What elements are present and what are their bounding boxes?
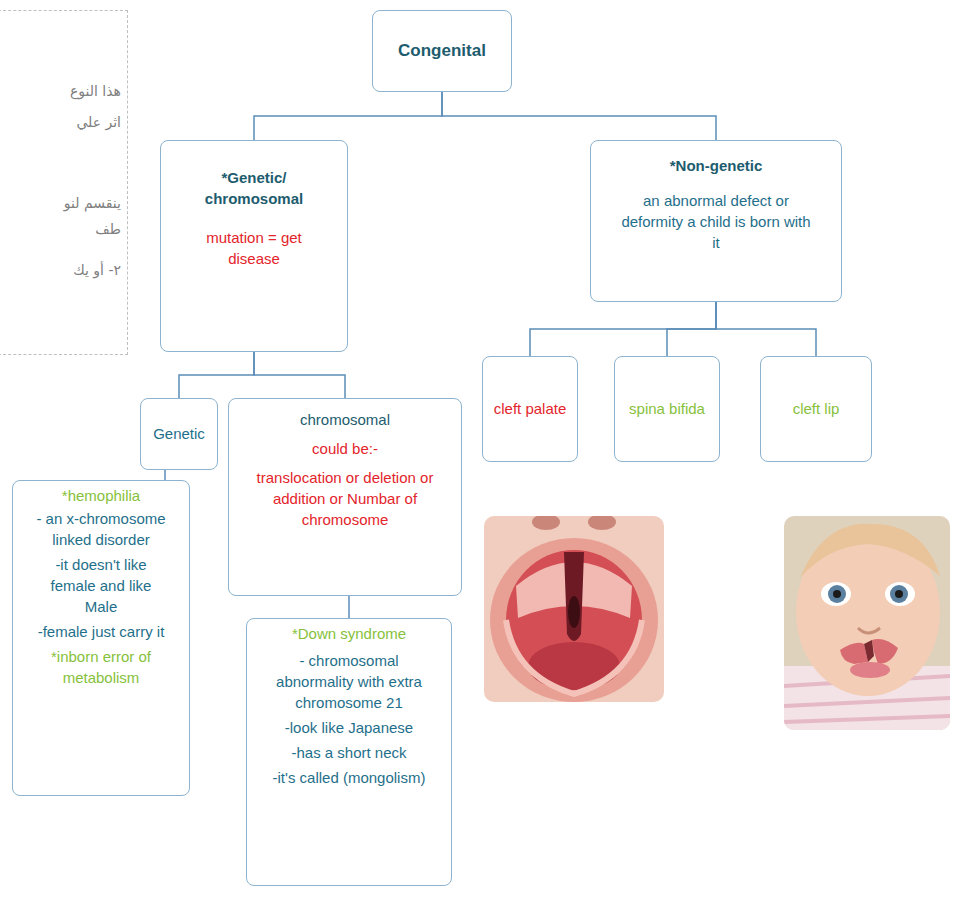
node-heading: Genetic xyxy=(153,423,205,444)
node-heading: spina bifida xyxy=(629,398,705,419)
example-box: cleft palate xyxy=(482,356,578,462)
tree-connector xyxy=(348,596,350,618)
example-box: cleft lip xyxy=(760,356,872,462)
root-box: Congenital xyxy=(372,10,512,92)
category-box: *Genetic/ chromosomal mutation = get dise… xyxy=(160,140,348,352)
disease-box: *hemophilia- an x-chromosome linked diso… xyxy=(12,480,190,796)
node-heading: *Genetic/ chromosomal xyxy=(194,167,314,209)
node-text: -has a short neck xyxy=(291,742,406,763)
node-text: -female just carry it xyxy=(38,621,165,642)
tree-connector xyxy=(530,302,716,356)
node-text: ينقسم لنو xyxy=(64,193,121,214)
node-text: طف xyxy=(95,219,121,240)
node-heading: cleft palate xyxy=(494,398,567,419)
node-text: translocation or deletion or addition or… xyxy=(237,467,453,530)
tree-connector xyxy=(254,92,442,140)
tree-connector xyxy=(164,470,166,480)
subcategory-box: Genetic xyxy=(140,398,218,470)
node-heading: chromosomal xyxy=(300,409,390,430)
tree-connector xyxy=(716,302,816,356)
node-text: - an x-chromosome linked disorder xyxy=(26,508,176,550)
cleft-lip-baby-photo xyxy=(784,516,950,730)
tree-connector xyxy=(254,352,345,398)
node-heading: *Down syndrome xyxy=(292,623,406,644)
node-text: an abnormal defect or deformity a child … xyxy=(616,190,816,253)
node-heading: *Non-genetic xyxy=(670,155,763,176)
node-text: *inborn error of metabolism xyxy=(36,646,166,688)
node-text: -look like Japanese xyxy=(285,717,413,738)
node-heading: هذا النوع xyxy=(70,81,121,102)
tree-connector xyxy=(667,302,716,356)
node-heading: Congenital xyxy=(398,40,486,61)
note-box: هذا النوع اثر علي ينقسم لنو طف ٢- أو يك xyxy=(0,10,128,355)
disease-box: *Down syndrome - chromosomal abnormality … xyxy=(246,618,452,886)
subcategory-box: chromosomal could be:- translocation or de… xyxy=(228,398,462,596)
node-text: could be:- xyxy=(312,438,378,459)
tree-connector xyxy=(442,92,716,140)
node-text: اثر علي xyxy=(76,112,121,133)
category-box: *Non-genetic an abnormal defect or deform… xyxy=(590,140,842,302)
example-box: spina bifida xyxy=(614,356,720,462)
cleft-palate-photo xyxy=(484,514,664,702)
node-text: -it's called (mongolism) xyxy=(273,767,426,788)
node-text: - chromosomal abnormality with extra chr… xyxy=(267,650,432,713)
node-text: -it doesn't like female and like Male xyxy=(36,554,166,617)
tree-connector xyxy=(179,352,254,398)
node-heading: *hemophilia xyxy=(62,485,140,506)
node-text: ٢- أو يك xyxy=(73,260,121,281)
node-text: mutation = get disease xyxy=(194,227,314,269)
node-heading: cleft lip xyxy=(793,398,840,419)
